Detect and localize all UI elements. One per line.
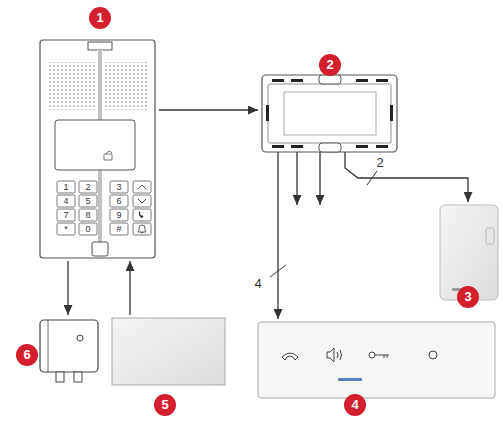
key-label: 6 xyxy=(110,195,128,207)
callout-number: 2 xyxy=(319,54,341,76)
wire-count: 2 xyxy=(375,156,384,170)
device-node: 2 xyxy=(262,75,397,152)
key-label: 4 xyxy=(57,195,75,207)
connector xyxy=(129,261,130,315)
key-label: 1 xyxy=(57,181,75,193)
key-label: 2 xyxy=(79,181,97,193)
key-label: 9 xyxy=(110,209,128,221)
callout-number: 5 xyxy=(154,394,176,416)
connector xyxy=(67,261,68,315)
electric-lock xyxy=(40,320,98,382)
key-label: # xyxy=(110,223,128,235)
connector xyxy=(345,152,468,202)
key-label: 0 xyxy=(79,223,97,235)
callout-number: 6 xyxy=(16,344,38,366)
device-node: 4 xyxy=(258,322,495,398)
wire-count: 4 xyxy=(253,277,262,291)
device-node: 6 xyxy=(38,318,100,385)
callout-number: 3 xyxy=(457,286,479,308)
key-label: 8 xyxy=(79,209,97,221)
distribution-module xyxy=(262,75,397,152)
door-panel xyxy=(40,40,155,258)
connector xyxy=(277,152,278,319)
callout-number: 1 xyxy=(89,7,111,29)
key-label: 7 xyxy=(57,209,75,221)
device-node: 1 xyxy=(40,40,155,258)
callout-number: 4 xyxy=(344,394,366,416)
device-node: 3 xyxy=(440,205,498,300)
device-node: 5 xyxy=(112,318,225,385)
connector xyxy=(159,109,258,110)
key-label: 5 xyxy=(79,195,97,207)
power-supply xyxy=(112,318,225,385)
key-label: 3 xyxy=(110,181,128,193)
indoor-monitor xyxy=(258,322,495,398)
key-label: * xyxy=(57,223,75,235)
